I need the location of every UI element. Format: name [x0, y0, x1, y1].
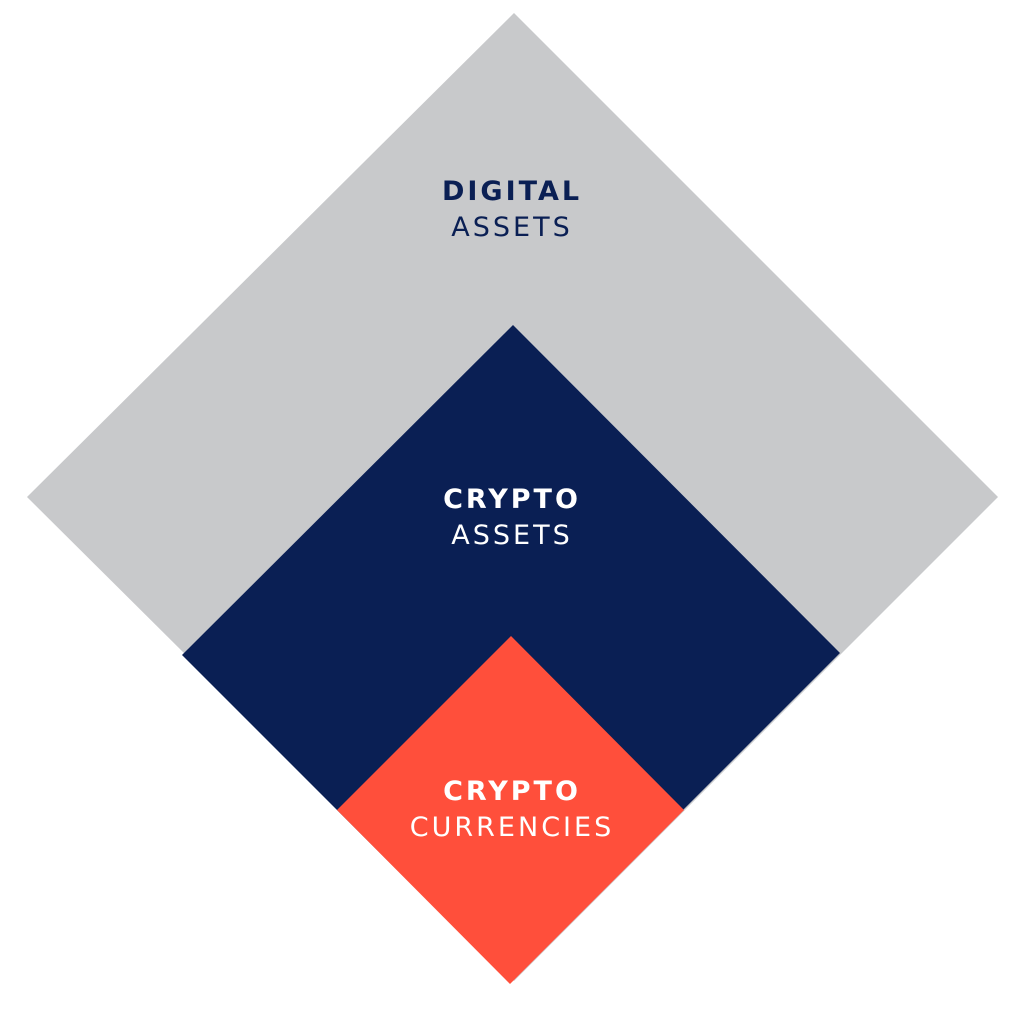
digital-assets-title: DIGITAL — [441, 176, 583, 207]
digital-assets-subtitle: ASSETS — [451, 212, 573, 243]
crypto-currencies-title: CRYPTO — [443, 776, 581, 807]
crypto-assets-subtitle: ASSETS — [451, 520, 573, 551]
digital-assets-label: DIGITAL ASSETS — [0, 174, 1024, 246]
crypto-currencies-diamond — [337, 636, 684, 984]
crypto-assets-title: CRYPTO — [443, 484, 581, 515]
crypto-currencies-label: CRYPTO CURRENCIES — [0, 774, 1024, 846]
crypto-currencies-subtitle: CURRENCIES — [409, 812, 615, 843]
crypto-assets-label: CRYPTO ASSETS — [0, 482, 1024, 554]
